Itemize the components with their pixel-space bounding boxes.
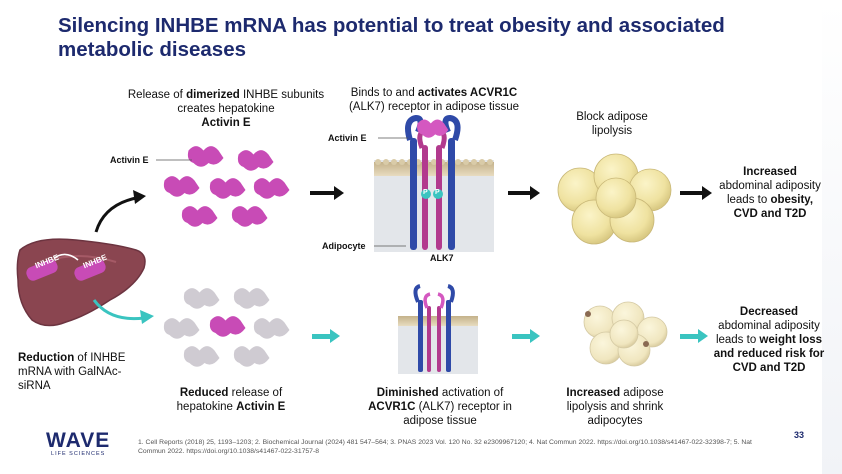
logo-wordmark: WAVE [46, 431, 110, 451]
activin-e-dimer-active [210, 316, 246, 337]
receptor-activin-e-label: Activin E [328, 133, 367, 143]
activin-e-dimers-top [164, 146, 290, 227]
binds-text: Binds to and activates ACVR1C(ALK7) rece… [336, 86, 532, 114]
fat-cluster-bottom [584, 302, 667, 366]
liver-icon [17, 239, 145, 325]
wave-logo: WAVE LIFE SCIENCES [46, 431, 110, 457]
block-text: Block adipose lipolysis [562, 110, 662, 138]
logo-subtitle: LIFE SCIENCES [46, 451, 110, 457]
activin-e-label: Activin E [110, 155, 149, 165]
arrow-liver-up [96, 198, 136, 232]
increased-lipolysis-text: Increased adipose lipolysis and shrink a… [550, 386, 680, 428]
page-number: 33 [794, 430, 804, 440]
reduction-text: Reduction of INHBE mRNA with GalNAc-siRN… [18, 351, 138, 393]
reduced-release-text: Reduced release of hepatokine Activin E [156, 386, 306, 414]
adipocyte-label: Adipocyte [322, 241, 366, 251]
receptor-panel-top [374, 118, 494, 252]
receptor-panel-bottom [398, 286, 478, 374]
fat-cluster-top [558, 154, 671, 244]
alk7-label: ALK7 [430, 253, 454, 263]
footnote-references: 1. Cell Reports (2018) 25, 1193–1203; 2.… [138, 438, 778, 456]
phospho-label-1: P [423, 189, 428, 196]
release-text: Release of dimerized INHBE subunits crea… [126, 88, 326, 130]
slide: Silencing INHBE mRNA has potential to tr… [6, 0, 842, 474]
phospho-label-2: P [435, 189, 440, 196]
